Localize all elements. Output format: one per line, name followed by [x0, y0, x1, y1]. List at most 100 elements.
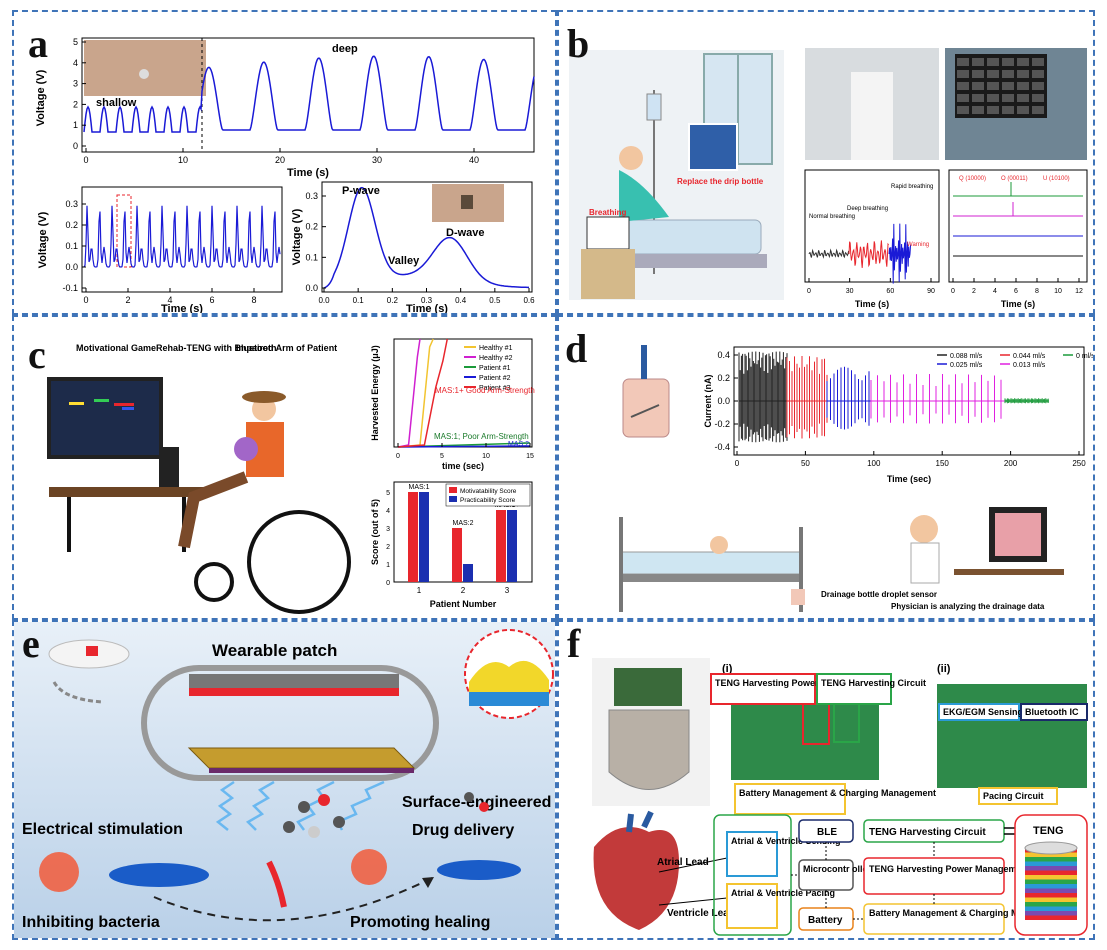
d-xtick: 250 [1072, 459, 1086, 468]
morse-code-label: Q (10000) [959, 176, 986, 182]
c-energy-xtick: 5 [440, 453, 444, 460]
breathing-signal-line [83, 55, 535, 133]
panel-f-figure: (i) TENG Harvesting Power Management TEN… [592, 658, 1088, 936]
rehab-illustration: Motivational Game Rehab-TENG with Blueto… [47, 343, 351, 614]
hospital-room-illustration: Breathing Replace the drip bottle [569, 50, 784, 300]
a-top-ytick: 3 [73, 79, 78, 89]
morse-code-label: U (10100) [1043, 176, 1070, 182]
current-legend-entry: 0.013 ml/s [1013, 362, 1046, 369]
current-series-line [1004, 398, 1049, 404]
d-ytick: 0.0 [717, 396, 730, 406]
b-xlabel-1: Time (s) [855, 299, 889, 309]
pcb-photo-i: (i) TENG Harvesting Power Management TEN… [710, 663, 936, 815]
d-ytick: -0.4 [714, 442, 730, 452]
label-bluetooth: Bluetooth IC [1025, 707, 1079, 717]
heart-illustration [593, 827, 679, 930]
a-top-xtick: 40 [469, 155, 479, 165]
box-sensing: Atrial & Ventricle Sensing [731, 836, 841, 846]
a-top-xtick: 30 [372, 155, 382, 165]
b-xlabel-2: Time (s) [1001, 299, 1035, 309]
d-xlabel: Time (sec) [887, 474, 931, 484]
energy-legend-entry: Patient #2 [479, 375, 511, 382]
b-p1-xtick: 0 [807, 288, 811, 295]
label-d-wave: D-wave [446, 227, 485, 239]
energy-ylabel: Harvested Energy (μJ) [370, 345, 380, 441]
score-legend-entry: Motivatability Score [460, 488, 517, 495]
score-bar [463, 564, 473, 582]
note-poor-strength: MAS:1; Poor Arm-Strength [434, 432, 529, 441]
a-br-xtick: 0.6 [523, 296, 535, 305]
current-legend-entry: 0.088 ml/s [950, 353, 983, 360]
box-ble: BLE [817, 827, 837, 838]
current-series-line [738, 351, 788, 443]
sensor-dot [139, 69, 149, 79]
energy-xlabel: time (sec) [442, 461, 484, 471]
molecule-illustration [283, 792, 489, 838]
current-legend-entry: 0.044 ml/s [1013, 353, 1046, 360]
chest-photo [84, 40, 206, 96]
a-bl-ytick: 0.0 [65, 262, 78, 272]
a-top-ytick: 1 [73, 120, 78, 130]
d-ytick: 0.4 [717, 350, 730, 360]
a-top-xlabel: Time (s) [287, 167, 329, 179]
label-deep: deep [332, 43, 358, 55]
score-ylabel: Score (out of 5) [370, 499, 380, 565]
label-drug-delivery: Drug delivery [412, 822, 514, 839]
pacemaker-photo [592, 658, 710, 806]
energy-series-line [397, 338, 449, 448]
d-xtick: 150 [936, 459, 950, 468]
patch-device [141, 665, 439, 781]
panel-a-figure: shallow deep Voltage (V) Time (s) 012345… [35, 37, 535, 313]
label-breathing: Breathing [589, 208, 626, 217]
b-p2-xtick: 6 [1014, 288, 1018, 295]
a-br-ytick: 0.2 [305, 222, 318, 232]
score-category-label: 1 [417, 586, 422, 595]
a-bl-ytick: -0.1 [62, 283, 78, 293]
label-battery-mgmt-i: Battery Management & Charging Management [739, 788, 936, 798]
d-ytick: 0.2 [717, 373, 730, 383]
bed-scene: Drainage bottle droplet sensor [619, 517, 937, 612]
a-br-xtick: 0.0 [318, 296, 330, 305]
a-br-ytick: 0.0 [305, 283, 318, 293]
morse-code-label: O (00011) [1001, 176, 1028, 182]
a-top-ylabel: Voltage (V) [35, 69, 47, 126]
label-valley: Valley [388, 255, 420, 267]
bacteria-blob [39, 852, 79, 892]
bacteria-rod [109, 863, 209, 887]
a-bl-xtick: 4 [167, 295, 172, 305]
score-bar [507, 510, 517, 582]
label-droplet-sensor: Drainage bottle droplet sensor [821, 590, 937, 599]
a-bl-ylabel: Voltage (V) [37, 211, 49, 268]
note-good-strength: MAS:1+ Good Arm-Strength [435, 386, 535, 395]
b-p2-xtick: 12 [1075, 288, 1083, 295]
physician-scene: Physician is analyzing the drainage data [891, 507, 1064, 611]
voltage-breathing-plot: shallow deep Voltage (V) Time (s) 012345… [35, 37, 535, 179]
a-br-xtick: 0.2 [387, 296, 399, 305]
d-ytick: -0.2 [714, 419, 730, 429]
score-ytick: 2 [386, 544, 390, 551]
signal-normal [808, 248, 850, 259]
box-pacing: Atrial & Ventricle Pacing [731, 888, 835, 898]
d-xtick: 0 [735, 459, 740, 468]
box-teng-pm: TENG Harvesting Power Management [869, 864, 1030, 874]
a-bl-ytick: 0.3 [65, 199, 78, 209]
b-p1-xtick: 90 [927, 288, 935, 295]
current-series-line [826, 366, 871, 430]
label-ii: (ii) [937, 663, 951, 675]
d-ylabel: Current (nA) [703, 375, 713, 428]
score-xlabel: Patient Number [430, 599, 497, 609]
b-p1-xtick: 30 [846, 288, 854, 295]
label-i: (i) [722, 663, 733, 675]
label-pacing-circuit: Pacing Circuit [983, 791, 1044, 801]
a-br-ytick: 0.1 [305, 252, 318, 262]
current-legend-entry: 0 ml/s [1076, 353, 1095, 360]
panel-label-d: d [565, 326, 588, 371]
c-energy-xtick: 15 [526, 453, 534, 460]
energy-series-line [397, 445, 531, 448]
label-warning: Warning [907, 242, 929, 248]
score-mas-label: MAS:1 [408, 484, 429, 491]
highlight-box [116, 194, 132, 268]
energy-legend-entry: Healthy #2 [479, 355, 513, 362]
